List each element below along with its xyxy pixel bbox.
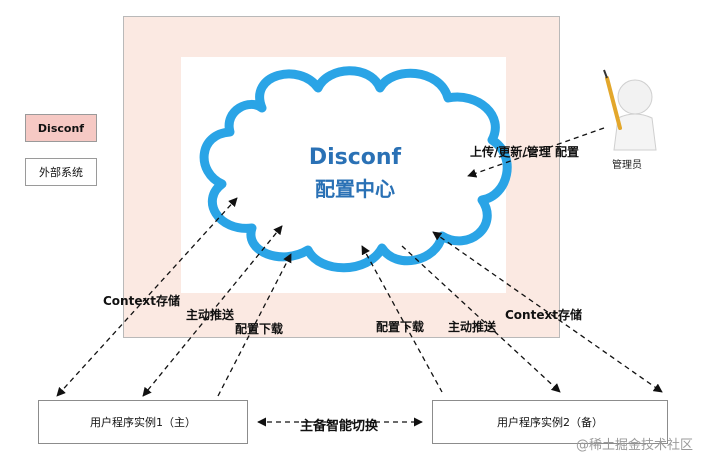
download-left-label: 配置下载	[235, 322, 284, 336]
admin-to-center-arrow	[467, 127, 605, 178]
context-store-left-label: Context存储	[103, 294, 180, 308]
failover-label: 主备智能切换	[300, 419, 379, 434]
cloud-title-zh: 配置中心	[315, 177, 395, 201]
admin-person-icon	[603, 69, 657, 151]
watermark: @稀土掘金技术社区	[576, 438, 694, 453]
push-left-arrow	[142, 225, 283, 397]
context-store-right-label: Context存储	[505, 308, 582, 322]
download-right-label: 配置下载	[376, 320, 425, 334]
client-instance-backup: 用户程序实例2（备）	[432, 400, 668, 444]
legend-external-system: 外部系统	[25, 158, 97, 186]
push-left-label: 主动推送	[186, 308, 235, 322]
admin-label: 管理员	[612, 160, 642, 171]
context-store-right-arrow	[432, 231, 663, 393]
download-right-arrow	[361, 245, 443, 393]
upload-update-manage-label: 上传/更新/管理 配置	[470, 145, 579, 159]
cloud-title-en: Disconf	[308, 145, 402, 170]
client-instance-primary: 用户程序实例1（主）	[38, 400, 248, 444]
push-right-label: 主动推送	[448, 320, 497, 334]
legend-disconf: Disconf	[25, 114, 97, 142]
